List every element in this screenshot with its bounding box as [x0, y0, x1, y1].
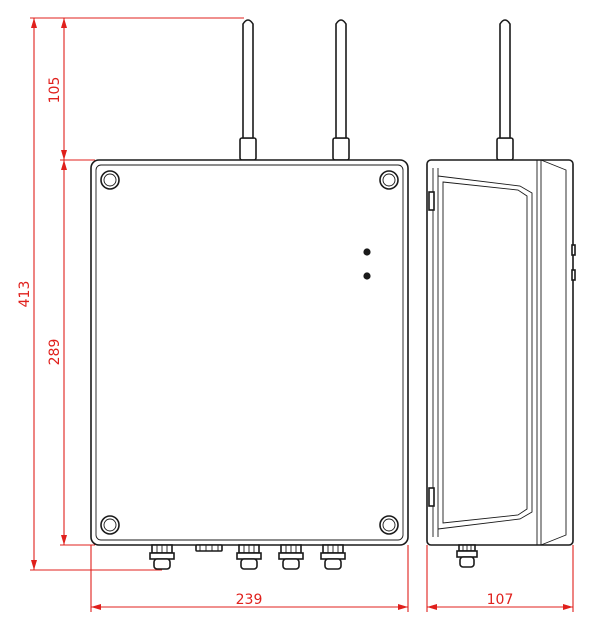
indicator-leds [363, 248, 371, 280]
cable-gland-3 [278, 544, 304, 570]
front-view [90, 19, 409, 570]
cable-gland-side [456, 544, 478, 568]
cable-gland-2 [236, 544, 262, 570]
antenna-side [496, 19, 514, 161]
cable-gland-1 [149, 544, 175, 570]
cable-gland-4 [320, 544, 346, 570]
corner-screws [100, 170, 399, 535]
antenna-right [332, 19, 350, 161]
enclosure-side [426, 159, 574, 546]
dim-label-body-height: 289 [47, 339, 63, 366]
dim-label-side-depth: 107 [487, 592, 514, 608]
antenna-left [239, 19, 257, 161]
dim-label-front-width: 239 [236, 592, 263, 608]
dim-label-total-height: 413 [17, 281, 33, 308]
enclosure-front [90, 159, 409, 546]
side-view [426, 19, 576, 568]
dimension-lines [30, 17, 574, 612]
dim-label-antenna-height: 105 [47, 77, 63, 104]
bottom-connector [195, 544, 223, 552]
